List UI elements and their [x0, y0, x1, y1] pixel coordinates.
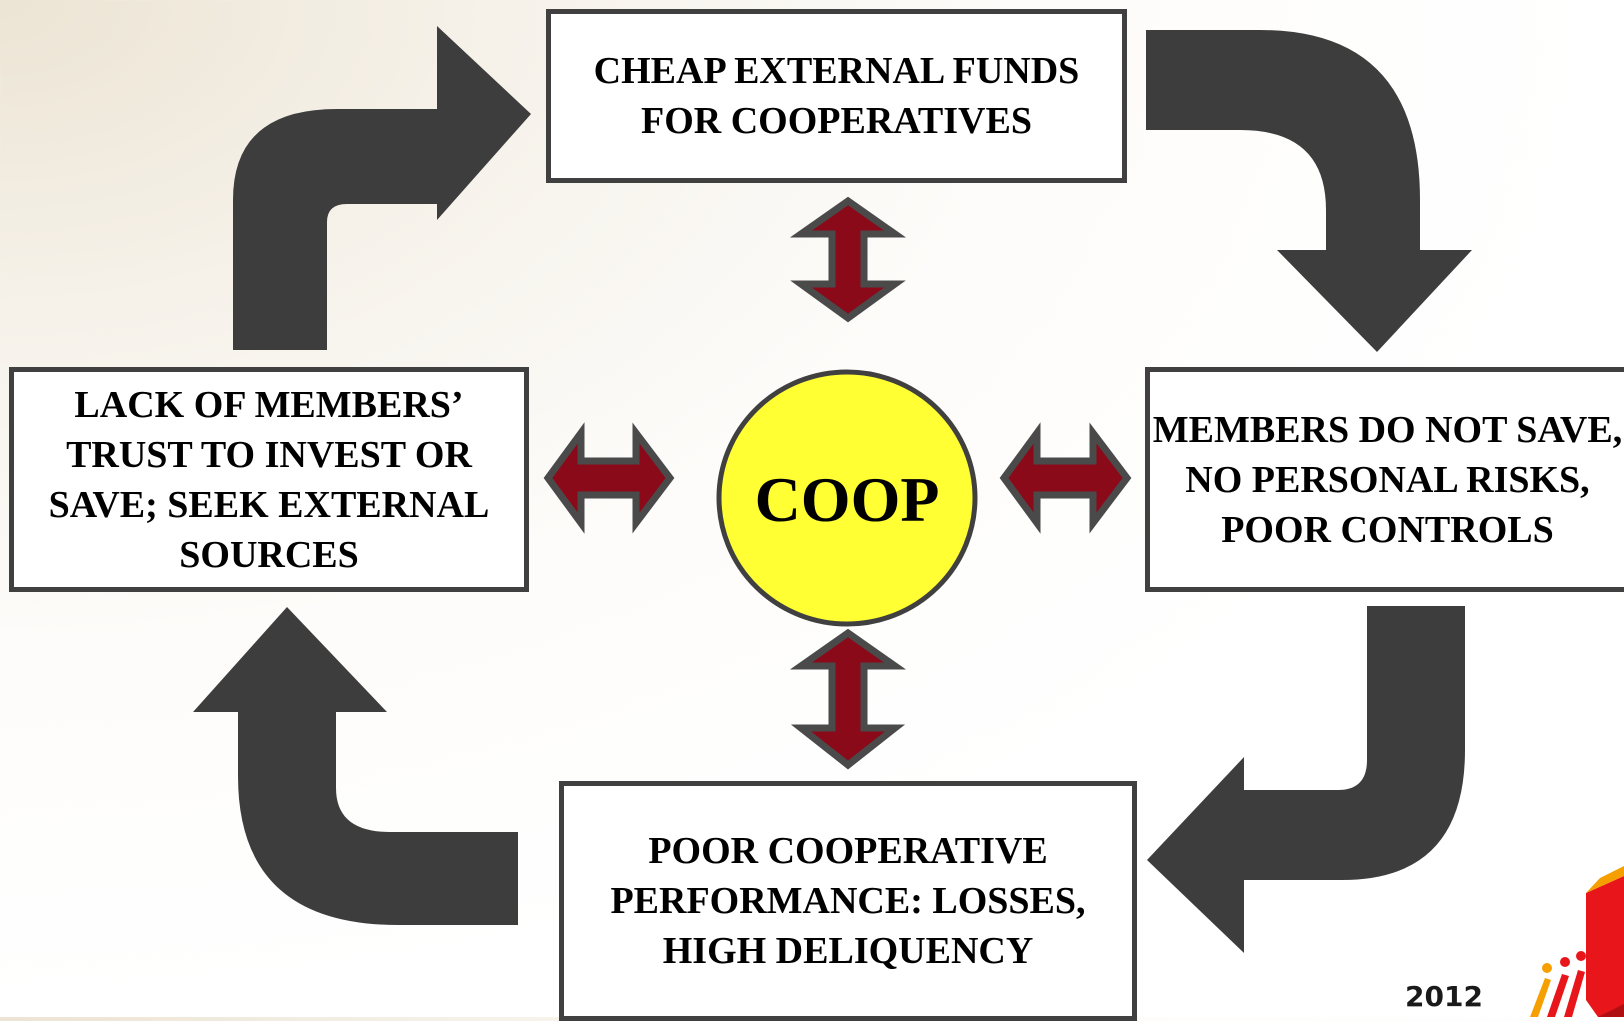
- cycle-arrow-left-to-top: [233, 26, 531, 350]
- logo-icon: [1530, 866, 1624, 1017]
- cycle-arrow-top-to-right: [1146, 30, 1472, 352]
- double-arrow-top: [789, 196, 907, 323]
- year-label: 2012: [1405, 980, 1483, 1013]
- center-label: COOP: [754, 463, 940, 535]
- double-arrow-left: [543, 422, 675, 534]
- double-arrow-bottom: [789, 628, 907, 770]
- top-box-external-funds: CHEAP EXTERNAL FUNDS FOR COOPERATIVES: [546, 9, 1127, 183]
- cycle-arrow-right-to-bottom: [1147, 606, 1465, 953]
- center-circle: [716, 369, 978, 627]
- left-box-lack-of-trust: LACK OF MEMBERS’ TRUST TO INVEST OR SAVE…: [9, 367, 529, 592]
- bottom-box-poor-performance: POOR COOPERATIVE PERFORMANCE: LOSSES, HI…: [559, 781, 1137, 1021]
- right-box-members-do-not-save: MEMBERS DO NOT SAVE, NO PERSONAL RISKS, …: [1145, 367, 1624, 592]
- cycle-arrow-bottom-to-left: [193, 607, 518, 925]
- double-arrow-right: [999, 422, 1132, 534]
